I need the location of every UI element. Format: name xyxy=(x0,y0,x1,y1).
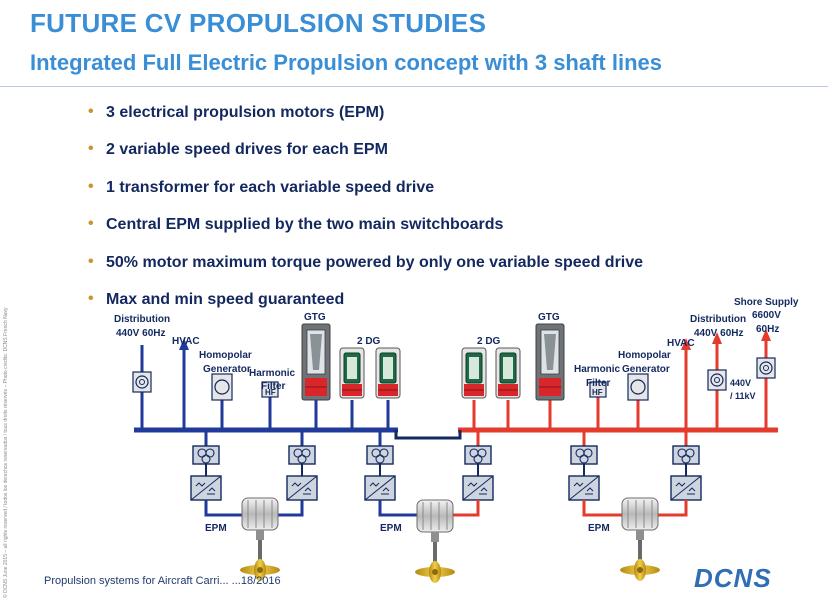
variable-speed-drive-icon xyxy=(364,445,396,501)
distribution-arrow-icon xyxy=(712,332,722,344)
label-generator-left: Generator xyxy=(203,364,251,375)
hvac-arrow-icon xyxy=(681,338,691,350)
label-gtg-left: GTG xyxy=(304,312,326,323)
label-shore-supply: Shore Supply xyxy=(734,297,799,308)
label-homopolar-left: Homopolar xyxy=(199,350,252,361)
harmonic-filter-icon xyxy=(261,381,279,398)
shore-supply-arrow-icon xyxy=(761,329,771,341)
label-distribution-voltage-left: 440V 60Hz xyxy=(116,328,165,339)
hvac-arrow-icon xyxy=(179,338,189,350)
bullet-mark: • xyxy=(88,289,94,307)
bullet-mark: • xyxy=(88,215,94,233)
label-epm-left: EPM xyxy=(205,523,227,534)
distribution-transformer-icon xyxy=(132,371,152,393)
distribution-transformer-icon xyxy=(707,369,727,391)
label-generator-right: Generator xyxy=(622,364,670,375)
label-dg-right: 2 DG xyxy=(477,336,501,347)
bullet-mark: • xyxy=(88,140,94,158)
bullet-item: •Max and min speed guaranteed xyxy=(88,289,345,308)
label-distribution-left: Distribution xyxy=(114,314,170,325)
propulsion-motor-icon xyxy=(619,497,661,582)
bullet-item: •3 electrical propulsion motors (EPM) xyxy=(88,103,385,121)
label-distribution-right: Distribution xyxy=(690,314,746,325)
label-shore-voltage: 6600V xyxy=(752,310,781,321)
variable-speed-drive-icon xyxy=(568,445,600,501)
label-hf-right: HF xyxy=(592,388,603,397)
bullet-mark: • xyxy=(88,177,94,195)
label-transformer-rating-1: 440V xyxy=(730,378,751,388)
variable-speed-drive-icon xyxy=(190,445,222,501)
label-hf-left: HF xyxy=(265,388,276,397)
label-shore-frequency: 60Hz xyxy=(756,324,779,335)
label-hvac-left: HVAC xyxy=(172,336,200,347)
variable-speed-drive-icon xyxy=(286,445,318,501)
label-homopolar-right: Homopolar xyxy=(618,350,671,361)
bullet-mark: • xyxy=(88,252,94,270)
label-epm-center: EPM xyxy=(380,523,402,534)
label-harmonic-right: Harmonic xyxy=(574,364,621,375)
label-harmonic-left: Harmonic xyxy=(249,368,296,379)
diesel-generator-icon xyxy=(339,347,365,399)
bullet-item: •1 transformer for each variable speed d… xyxy=(88,177,435,196)
propulsion-motor-icon xyxy=(414,499,456,584)
bullet-item: •50% motor maximum torque powered by onl… xyxy=(88,252,644,271)
label-filter-left: Filter xyxy=(261,381,286,392)
bullet-item: •Central EPM supplied by the two main sw… xyxy=(88,215,504,234)
title-divider xyxy=(0,86,828,87)
bullet-mark: • xyxy=(88,103,94,120)
label-distribution-voltage-right: 440V 60Hz xyxy=(694,328,743,339)
diesel-generator-icon xyxy=(461,347,487,399)
bullet-list: •3 electrical propulsion motors (EPM) •2… xyxy=(88,103,644,328)
diesel-generator-icon xyxy=(495,347,521,399)
slide-subtitle: Integrated Full Electric Propulsion conc… xyxy=(30,50,662,75)
label-transformer-rating-2: / 11kV xyxy=(730,391,756,401)
variable-speed-drive-icon xyxy=(670,445,702,501)
footer-text: Propulsion systems for Aircraft Carri...… xyxy=(44,575,281,587)
propulsion-motor-icon xyxy=(239,497,281,582)
diesel-generator-icon xyxy=(375,347,401,399)
homopolar-generator-icon xyxy=(627,373,649,401)
label-gtg-right: GTG xyxy=(538,312,560,323)
label-hvac-right: HVAC xyxy=(667,338,695,349)
side-copyright: © DCNS June 2015 – all rights reserved /… xyxy=(3,307,9,598)
homopolar-generator-icon xyxy=(211,373,233,401)
harmonic-filter-icon xyxy=(589,381,607,398)
bullet-item: •2 variable speed drives for each EPM xyxy=(88,140,388,159)
label-dg-left: 2 DG xyxy=(357,336,381,347)
shore-transformer-icon xyxy=(756,357,776,379)
variable-speed-drive-icon xyxy=(462,445,494,501)
label-epm-right: EPM xyxy=(588,523,610,534)
gas-turbine-generator-icon xyxy=(535,323,565,401)
slide-title: FUTURE CV PROPULSION STUDIES xyxy=(30,8,487,38)
gas-turbine-generator-icon xyxy=(301,323,331,401)
label-filter-right: Filter xyxy=(586,378,611,389)
dcns-logo: DCNS xyxy=(694,563,772,593)
bus-tie-link xyxy=(394,430,462,440)
